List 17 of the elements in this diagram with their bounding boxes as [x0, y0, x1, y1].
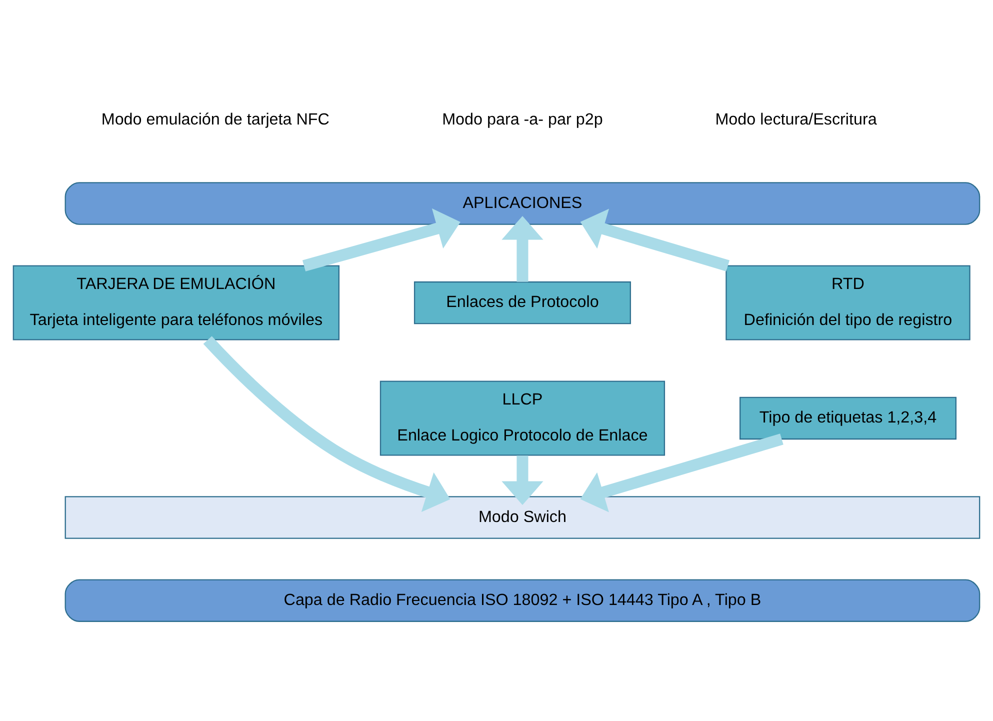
node-box: Tipo de etiquetas 1,2,3,4	[739, 396, 956, 440]
arrow	[203, 336, 450, 512]
arrow	[502, 216, 544, 282]
label: Modo emulación de tarjeta NFC	[101, 110, 330, 129]
arrow	[302, 208, 460, 272]
label: Modo lectura/Escritura	[715, 110, 877, 129]
arrow	[502, 455, 544, 506]
node-box: Modo Swich	[64, 496, 980, 539]
node-box: Enlaces de Protocolo	[414, 281, 631, 324]
node-box: RTD Definición del tipo de registro	[726, 265, 970, 340]
node-box: Capa de Radio Frecuencia ISO 18092 + ISO 14443 Tipo A , Tipo B	[64, 579, 980, 622]
node-box: LLCP Enlace Logico Protocolo de Enlace	[380, 380, 666, 456]
label: Modo para -a- par p2p	[442, 110, 603, 129]
node-box: APLICACIONES	[64, 182, 980, 225]
node-box: TARJERA DE EMULACIÓN Tarjeta inteligente para teléfonos móviles	[12, 265, 340, 340]
arrow	[580, 208, 730, 272]
arrow	[580, 434, 784, 512]
